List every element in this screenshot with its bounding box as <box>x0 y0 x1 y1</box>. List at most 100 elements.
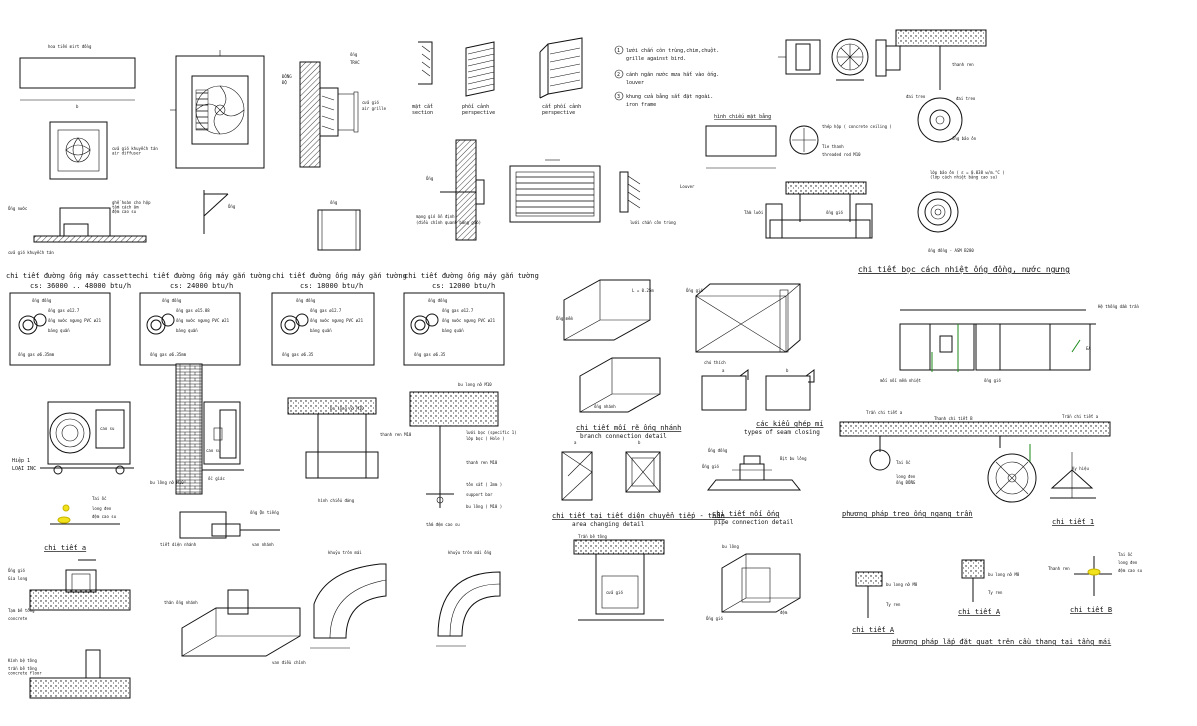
svg-text:Tai ốc: Tai ốc <box>896 460 911 465</box>
svg-text:băng quấn: băng quấn <box>176 328 198 333</box>
detail-1: Ky hiệu chi tiết 1 <box>1050 452 1096 526</box>
wall-louver-section: Ống mạng gió ổn định (điều chỉnh quanh b… <box>416 139 485 241</box>
svg-text:chi tiết tại tiết diện chuyển: chi tiết tại tiết diện chuyển tiếp - thâ… <box>552 512 725 520</box>
svg-text:cửa gió: cửa gió <box>606 590 623 595</box>
svg-text:ống nước ngưng PVC ø21: ống nước ngưng PVC ø21 <box>48 318 102 323</box>
svg-text:băng quấn: băng quấn <box>48 328 70 333</box>
svg-text:area changing detail: area changing detail <box>572 521 645 528</box>
svg-text:lớp bảo ôn ( ε = 0.038 w/m.°C: lớp bảo ôn ( ε = 0.038 w/m.°C )(lớp cách… <box>930 170 1005 180</box>
svg-text:Tai ốc: Tai ốc <box>92 496 107 501</box>
svg-text:ống gió: ống gió <box>984 378 1001 383</box>
svg-text:cs: 36000 .. 48000 btu/h: cs: 36000 .. 48000 btu/h <box>30 282 131 290</box>
svg-text:threaded rod M10: threaded rod M10 <box>822 152 861 157</box>
svg-text:branch connection detail: branch connection detail <box>580 433 667 440</box>
svg-text:bu long nở M8: bu long nở M8 <box>988 572 1020 577</box>
svg-text:EA: EA <box>1086 346 1091 351</box>
svg-text:Ống gió: Ống gió <box>706 616 723 621</box>
ceiling-hanger-2: bu long nở M10 lưới bọc (specific 1) lớp… <box>409 382 517 527</box>
svg-text:Ống: Ống <box>426 176 434 181</box>
svg-text:ống gas ø6.35: ống gas ø6.35 <box>414 352 446 357</box>
duct-box-perspective: bu lông Ống gió đệm <box>706 544 801 621</box>
svg-text:Thanh ren: Thanh ren <box>1048 566 1070 571</box>
svg-text:lưới bọc (specific 1): lưới bọc (specific 1) <box>466 430 517 435</box>
svg-text:Tầm lưới: Tầm lưới <box>744 210 764 215</box>
svg-text:cửa gió: cửa gió <box>362 100 379 105</box>
wall-fan-plan <box>170 50 265 169</box>
svg-text:concrete: concrete <box>8 616 28 621</box>
svg-text:b: b <box>76 104 79 109</box>
supply-grille-plan: hoa tiến mirt đồng b <box>19 44 136 109</box>
svg-text:bu lông: bu lông <box>722 544 739 549</box>
svg-text:ống: ống <box>350 52 358 57</box>
detail-A: bu long nở M8 Ty ren chi tiết A <box>852 571 918 634</box>
pipe-connection-detail: Ống đồng Ống gió Bịt bu lông chi tiết nố… <box>702 448 807 526</box>
svg-text:chi tiết bọc cách nhiệt ống đồ: chi tiết bọc cách nhiệt ống đồng, nước n… <box>858 264 1070 274</box>
svg-text:Trần chi tiết a: Trần chi tiết a <box>866 410 903 415</box>
svg-text:van điều chỉnh: van điều chỉnh <box>272 660 306 665</box>
svg-text:chi tiết đường ống máy gắn tườ: chi tiết đường ống máy gắn tường <box>404 272 539 280</box>
svg-text:ống đồng - ASM B280: ống đồng - ASM B280 <box>928 248 974 253</box>
svg-text:pipe connection detail: pipe connection detail <box>714 519 794 526</box>
svg-text:Hệ thống dầm trần: Hệ thống dầm trần <box>1098 304 1140 309</box>
svg-text:Ty ren: Ty ren <box>988 590 1003 595</box>
svg-text:ống gas ø6.35mm: ống gas ø6.35mm <box>150 352 187 357</box>
wall-bracket-2: ống <box>317 200 361 251</box>
svg-text:chi tiết đường ống máy gắn tườ: chi tiết đường ống máy gắn tường <box>272 272 407 280</box>
svg-text:lưới chắn côn trùng: lưới chắn côn trùng <box>630 220 676 225</box>
svg-text:ống gas ø12.7: ống gas ø12.7 <box>48 308 80 313</box>
svg-text:chi tiết A: chi tiết A <box>958 608 1001 616</box>
svg-text:phương pháp treo ống ngang trầ: phương pháp treo ống ngang trần <box>842 510 973 518</box>
svg-text:chi tiết A: chi tiết A <box>852 626 895 634</box>
seam-types: a b các kiểu ghép mí types of seam closi… <box>701 368 823 436</box>
svg-text:chi tiết B: chi tiết B <box>1070 606 1112 614</box>
svg-text:băng quấn: băng quấn <box>310 328 332 333</box>
detail-B: Thanh ren Tai ốc long đen đệm cao su chi… <box>1048 552 1143 614</box>
svg-text:Gia long: Gia long <box>8 576 28 581</box>
svg-text:các kiểu ghép mí: các kiểu ghép mí <box>756 420 823 428</box>
svg-text:ống bảo ôn: ống bảo ôn <box>952 136 977 141</box>
louver-notes: 1 lưới chắn côn trùng,chim,chuột. grille… <box>614 45 719 108</box>
ceiling-hanger-1: bu lông nở M10 thanh ren M10 hình chiếu … <box>287 397 412 503</box>
svg-text:bu lông nở M10: bu lông nở M10 <box>150 480 184 485</box>
axial-fan-side <box>778 39 821 75</box>
svg-text:long đen: long đen <box>92 506 112 511</box>
duct-long-section: Hệ thống dầm trần EA mối nối mềm nhiệt ố… <box>880 304 1140 383</box>
svg-text:ống đồng: ống đồng <box>162 298 182 303</box>
area-change-detail: a b chi tiết tại tiết diện chuyển tiếp -… <box>552 440 725 528</box>
svg-text:Louver: Louver <box>680 184 695 189</box>
svg-text:Tạm bê tông: Tạm bê tông <box>8 608 35 613</box>
svg-text:Ống mềm: Ống mềm <box>556 316 573 321</box>
svg-text:ống nước ngưng PVC ø21: ống nước ngưng PVC ø21 <box>310 318 364 323</box>
svg-text:đai treo: đai treo <box>956 96 976 101</box>
svg-text:thanh ren: thanh ren <box>952 62 974 67</box>
svg-text:tôn sắt ( 2mm ): tôn sắt ( 2mm ) <box>466 482 502 487</box>
svg-text:(điều chỉnh quanh bảng gió): (điều chỉnh quanh bảng gió) <box>416 220 481 225</box>
cassette-table-3: chi tiết đường ống máy gắn tường cs: 180… <box>271 272 407 366</box>
svg-text:3: 3 <box>617 94 620 100</box>
svg-text:louver: louver <box>626 80 644 86</box>
duct-flex-connection: L = 0.25m Ống mềm <box>556 279 654 341</box>
duct-plan-section: hình chiếu mặt bằng <box>705 113 777 169</box>
svg-text:ĐỒNG: ĐỒNG <box>282 74 292 79</box>
svg-text:a: a <box>574 440 577 445</box>
svg-text:ốc giác: ốc giác <box>208 476 225 481</box>
svg-text:LOẠI INC: LOẠI INC <box>12 466 36 472</box>
svg-text:ĐỘ: ĐỘ <box>282 80 287 85</box>
svg-text:types of seam closing: types of seam closing <box>744 429 820 436</box>
svg-text:cánh ngăn nước mưa hắt vào ống: cánh ngăn nước mưa hắt vào ống. <box>626 71 719 78</box>
svg-text:long đen: long đen <box>896 474 916 479</box>
svg-text:đệm cao su: đệm cao su <box>1118 568 1143 573</box>
svg-text:air grille: air grille <box>362 106 387 111</box>
svg-text:tiết diện nhánh: tiết diện nhánh <box>160 542 197 547</box>
svg-text:Kính bệ tông: Kính bệ tông <box>8 658 37 663</box>
duct-hanger-assembly: Tầm lưới ống gió <box>744 181 873 239</box>
